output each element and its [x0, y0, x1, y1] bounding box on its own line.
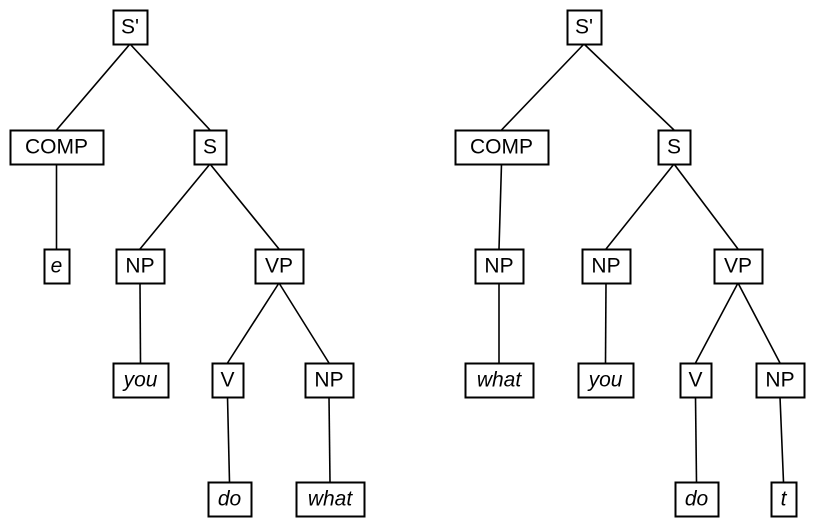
node-box — [474, 248, 525, 285]
node-box — [211, 362, 245, 399]
node-label: NP — [125, 255, 154, 278]
node-box — [43, 248, 71, 285]
node-label: what — [477, 369, 523, 392]
node-box — [112, 362, 170, 399]
tree-edge — [694, 282, 739, 364]
tree-edge — [583, 43, 675, 131]
tree-edge — [604, 282, 607, 364]
node-box — [770, 481, 798, 518]
node-label: NP — [484, 255, 513, 278]
node-label: NP — [314, 369, 343, 392]
tree-node-v[interactable]: V — [679, 362, 713, 399]
tree-node-s[interactable]: S — [657, 129, 692, 166]
tree-node-comp[interactable]: COMP — [454, 129, 550, 166]
tree-node-do[interactable]: do — [207, 481, 253, 518]
tree-node-np[interactable]: NP — [581, 248, 632, 285]
node-box — [464, 362, 535, 399]
tree-node-you[interactable]: you — [577, 362, 635, 399]
node-box — [755, 362, 806, 399]
node-box — [577, 362, 635, 399]
tree-edge — [500, 43, 585, 131]
tree-edge — [278, 282, 330, 364]
tree-node-np[interactable]: NP — [755, 362, 806, 399]
edges-layer — [55, 43, 785, 483]
tree-node-you[interactable]: you — [112, 362, 170, 399]
node-label: S — [667, 136, 681, 159]
node-label: S — [203, 136, 217, 159]
node-box — [9, 129, 105, 166]
tree-node-np[interactable]: NP — [474, 248, 525, 285]
tree-edge — [328, 396, 331, 483]
tree-edge — [779, 396, 785, 483]
node-label: do — [685, 488, 709, 511]
tree-node-sbar[interactable]: S' — [112, 9, 149, 46]
node-label: you — [122, 369, 158, 392]
node-box — [112, 9, 149, 46]
tree-node-comp[interactable]: COMP — [9, 129, 105, 166]
node-box — [679, 362, 713, 399]
tree-edge — [129, 43, 211, 131]
tree-node-np[interactable]: NP — [304, 362, 355, 399]
node-label: you — [587, 369, 623, 392]
tree-node-vp[interactable]: VP — [713, 248, 764, 285]
tree-edge — [605, 163, 675, 250]
node-label: S' — [575, 16, 593, 39]
tree-edge — [226, 282, 280, 364]
tree-node-np[interactable]: NP — [115, 248, 166, 285]
node-label: NP — [591, 255, 620, 278]
tree-edge — [498, 163, 503, 250]
tree-edge — [694, 396, 698, 483]
tree-edge — [55, 43, 131, 131]
tree-edge — [673, 163, 739, 250]
tree-node-e[interactable]: e — [43, 248, 71, 285]
node-label: VP — [265, 255, 293, 278]
node-label: NP — [765, 369, 794, 392]
node-box — [207, 481, 253, 518]
tree-edge — [139, 282, 142, 364]
tree-node-s[interactable]: S — [193, 129, 228, 166]
tree-edge — [226, 396, 231, 483]
node-box — [566, 9, 603, 46]
tree-node-t[interactable]: t — [770, 481, 798, 518]
node-label: what — [308, 488, 354, 511]
node-label: VP — [724, 255, 752, 278]
node-box — [295, 481, 366, 518]
node-box — [674, 481, 720, 518]
node-box — [304, 362, 355, 399]
tree-edge — [209, 163, 280, 250]
node-label: COMP — [470, 136, 533, 159]
tree-edge — [139, 163, 211, 250]
node-label: e — [51, 255, 63, 278]
tree-node-sbar[interactable]: S' — [566, 9, 603, 46]
node-label: V — [688, 369, 702, 392]
node-label: S' — [121, 16, 139, 39]
node-box — [454, 129, 550, 166]
node-box — [115, 248, 166, 285]
node-box — [254, 248, 305, 285]
tree-node-what[interactable]: what — [295, 481, 366, 518]
tree-node-v[interactable]: V — [211, 362, 245, 399]
tree-node-vp[interactable]: VP — [254, 248, 305, 285]
node-label: V — [220, 369, 234, 392]
node-box — [657, 129, 692, 166]
tree-node-what[interactable]: what — [464, 362, 535, 399]
node-box — [193, 129, 228, 166]
node-box — [581, 248, 632, 285]
tree-node-do[interactable]: do — [674, 481, 720, 518]
node-label: do — [218, 488, 242, 511]
node-box — [713, 248, 764, 285]
tree-edge — [737, 282, 781, 364]
node-label: COMP — [25, 136, 88, 159]
node-label: t — [781, 488, 788, 511]
